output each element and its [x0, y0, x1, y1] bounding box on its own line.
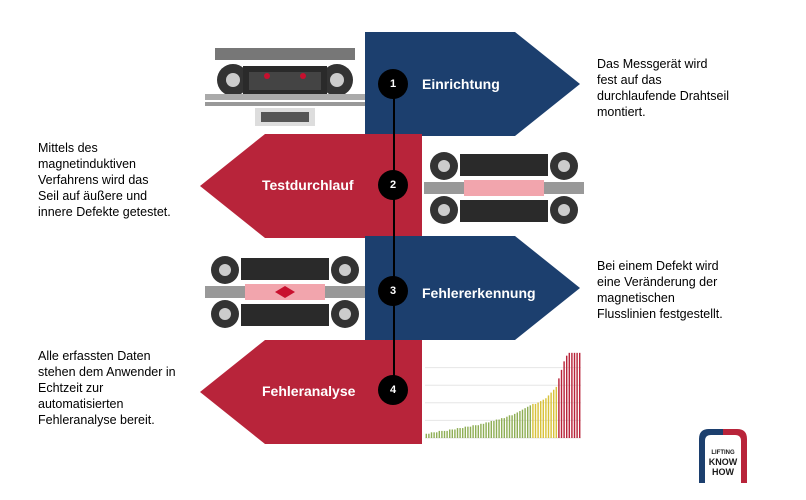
step-4-number: 4	[378, 375, 408, 405]
step-1-arrow	[365, 32, 580, 136]
chart-bar	[513, 413, 516, 438]
chart-bar	[516, 412, 519, 438]
chart-bar	[547, 395, 550, 438]
measuring-device-image-3	[205, 256, 365, 328]
chart-bar	[573, 352, 576, 438]
chart-bar	[576, 352, 578, 438]
chart-bar	[438, 430, 441, 438]
step-2-number: 2	[378, 170, 408, 200]
chart-bar	[485, 422, 487, 438]
chart-bar	[451, 429, 454, 438]
chart-bar	[537, 402, 539, 438]
chart-bar	[555, 386, 558, 438]
chart-bar	[565, 355, 568, 438]
chart-bar	[529, 405, 532, 438]
chart-bar	[563, 361, 565, 438]
step-3-label: Fehlererkennung	[422, 285, 536, 301]
chart-bar	[474, 425, 477, 438]
chart-bar	[443, 430, 446, 438]
chart-bar	[539, 401, 542, 438]
step-2-label: Testdurchlauf	[262, 177, 354, 193]
chart-bar	[435, 432, 438, 438]
chart-bar	[495, 419, 498, 438]
chart-bar	[456, 428, 459, 438]
chart-bar	[578, 352, 581, 438]
chart-bar	[534, 403, 537, 438]
chart-bar	[490, 420, 493, 438]
chart-bar	[433, 432, 435, 438]
chart-bar	[526, 406, 529, 438]
chart-bar	[467, 426, 469, 438]
chart-bar	[542, 399, 545, 438]
chart-bar	[480, 423, 482, 438]
chart-bar	[521, 409, 524, 438]
chart-bar	[519, 411, 521, 438]
chart-bar	[425, 433, 428, 438]
chart-bar	[552, 389, 555, 438]
chart-bar	[498, 419, 500, 438]
chart-bar	[454, 429, 456, 438]
step-3-number: 3	[378, 276, 408, 306]
chart-bar	[545, 398, 547, 438]
chart-bar	[482, 423, 485, 438]
chart-bar	[511, 415, 513, 438]
chart-bar	[532, 403, 534, 438]
chart-bar	[464, 426, 467, 438]
chart-bar	[568, 352, 571, 438]
chart-bar	[550, 392, 552, 438]
timeline-line	[393, 80, 395, 392]
chart-bar	[430, 432, 433, 438]
chart-bar	[508, 415, 511, 438]
chart-bar	[477, 425, 480, 438]
chart-bar	[469, 426, 472, 438]
chart-bar	[500, 418, 503, 438]
chart-bar	[446, 430, 448, 438]
chart-bar	[571, 352, 573, 438]
chart-bar	[506, 416, 508, 438]
step-4-arrow	[200, 340, 422, 444]
step-3-arrow	[365, 236, 580, 340]
chart-bar	[428, 433, 430, 438]
step-2-arrow	[200, 134, 422, 238]
chart-bar	[524, 408, 526, 438]
chart-bar	[459, 428, 461, 438]
chart-bar	[558, 378, 560, 438]
step-4-label: Fehleranalyse	[262, 383, 356, 399]
measuring-device-image-2	[424, 152, 584, 224]
chart-bar	[461, 428, 464, 438]
lifting-know-how-logo: LIFTING KNOW HOW	[693, 425, 753, 485]
step-1-label: Einrichtung	[422, 76, 500, 92]
chart-bar	[472, 425, 474, 438]
chart-bar	[560, 369, 563, 438]
measuring-device-image-1	[205, 48, 365, 126]
defect-bar-chart	[425, 352, 581, 439]
chart-bar	[448, 429, 451, 438]
chart-bar	[503, 418, 506, 438]
step-1-number: 1	[378, 69, 408, 99]
chart-bar	[493, 420, 495, 438]
chart-bar	[441, 430, 443, 438]
chart-bar	[487, 422, 490, 438]
